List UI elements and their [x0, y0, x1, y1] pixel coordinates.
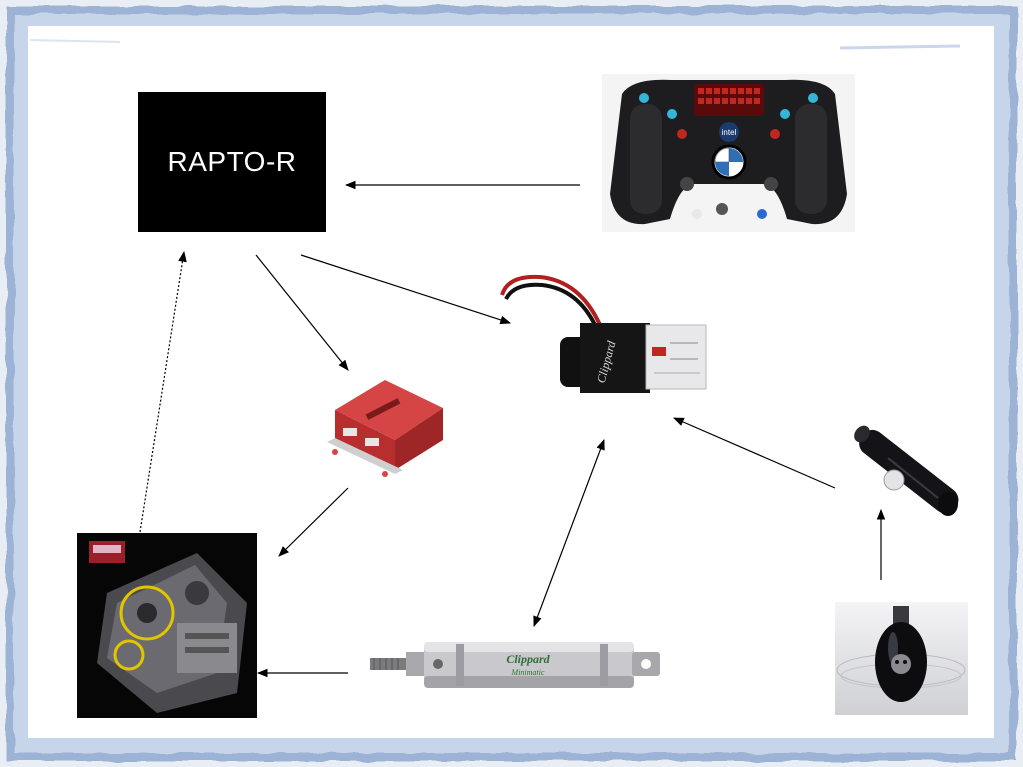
- red-electronic-box-image: [327, 380, 443, 477]
- pneumatic-cylinder-image: Clippard Minimatic: [370, 642, 660, 688]
- pressure-regulator-image: [848, 418, 966, 530]
- solenoid-valve-image: Clippard: [500, 265, 740, 415]
- steering-wheel-image: intel: [602, 74, 855, 232]
- rapto-r-controller: RAPTO-R: [138, 92, 326, 232]
- air-tank-image: [835, 602, 968, 715]
- rapto-r-label: RAPTO-R: [167, 146, 297, 177]
- clippard-cylinder-text: Clippard: [506, 652, 550, 666]
- engine-image: [77, 533, 257, 718]
- minimatic-text: Minimatic: [511, 668, 545, 677]
- intel-logo-text: intel: [722, 128, 737, 137]
